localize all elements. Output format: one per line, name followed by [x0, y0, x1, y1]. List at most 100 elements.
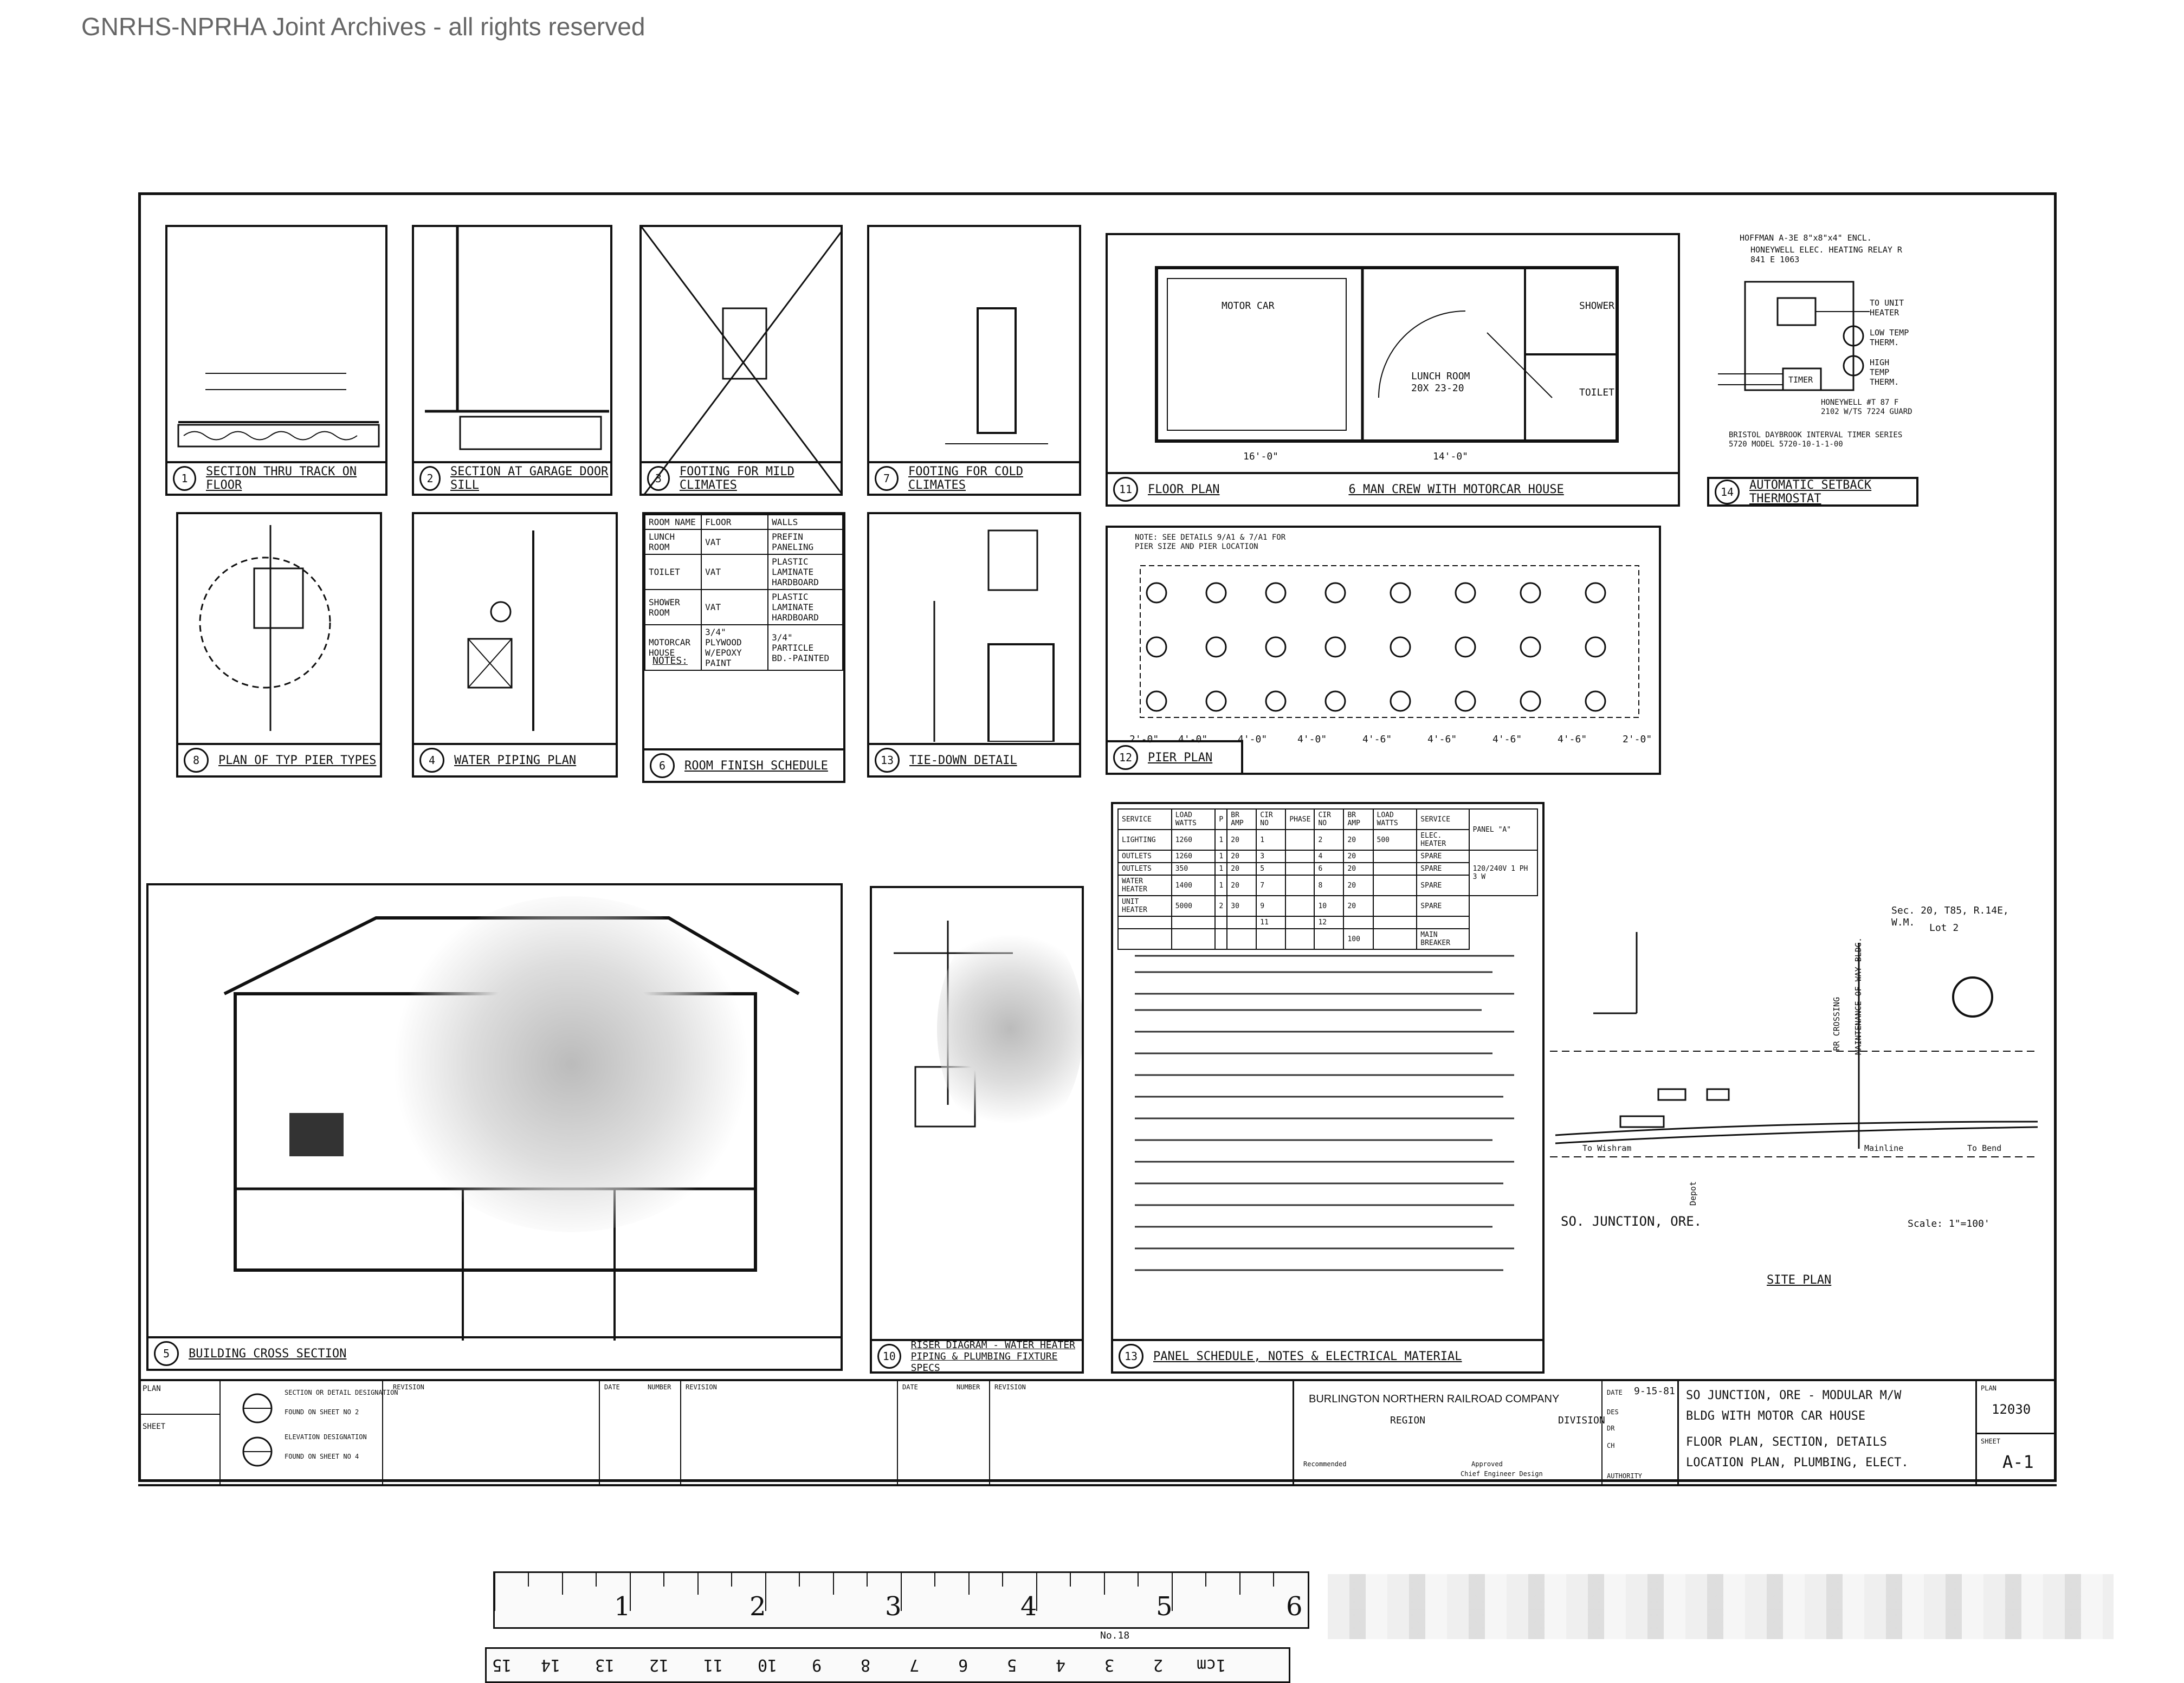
panel-cell: 1400: [1171, 875, 1216, 896]
panel-cell: 1: [1214, 850, 1228, 863]
legend-symbols: [242, 1393, 273, 1467]
panel-cell: 20: [1343, 895, 1374, 917]
dim-lunch: 14'-0": [1433, 451, 1469, 462]
water-piping-drawing: [467, 530, 534, 731]
revision-header: NUMBER: [648, 1383, 671, 1391]
room-finish-table: ROOM NAME FLOOR WALLS LUNCH ROOM VAT PRE…: [644, 514, 843, 671]
panel-cell: [1171, 928, 1216, 950]
thermostat-note-relay: HONEYWELL ELEC. HEATING RELAY R 841 E 10…: [1750, 245, 1902, 264]
approved-label: Approved: [1471, 1460, 1503, 1468]
panel-cell: 10: [1314, 895, 1345, 917]
panel-cell: [1285, 875, 1315, 896]
panel-cell: 20: [1343, 850, 1374, 863]
description-line: FLOOR PLAN, SECTION, DETAILS: [1686, 1435, 1887, 1449]
panel-cell: 20: [1226, 862, 1257, 876]
date-label: DATE: [1607, 1389, 1623, 1396]
inch-label: 3: [885, 1591, 902, 1622]
panel-cell: 4: [1314, 850, 1345, 863]
description-line: BLDG WITH MOTOR CAR HOUSE: [1686, 1409, 1866, 1423]
cm-label: 8: [861, 1655, 871, 1674]
inch-label: 2: [749, 1591, 766, 1622]
erased-area: [937, 915, 1082, 1143]
panel-header: CIR NO: [1256, 808, 1287, 830]
detail-room-schedule: ROOM NAME FLOOR WALLS LUNCH ROOM VAT PRE…: [642, 512, 845, 783]
cm-label: 14: [541, 1655, 561, 1674]
sheet-label: SHEET: [143, 1422, 166, 1431]
panel-cell: 1: [1256, 829, 1287, 851]
panel-cell: [1285, 928, 1315, 950]
table-cell: PREFIN PANELING: [767, 529, 843, 555]
revision-header: DATE: [902, 1383, 918, 1391]
panel-title: PANEL "A": [1468, 808, 1539, 851]
panel-cell: [1226, 916, 1257, 929]
pier-dim: 4'-6": [1362, 734, 1392, 745]
plan-no: 12030: [1992, 1402, 2031, 1417]
panel-cell: SPARE: [1416, 850, 1470, 863]
revision-header: REVISION: [686, 1383, 717, 1391]
cm-label: 15: [492, 1655, 512, 1674]
site-depot: Depot: [1688, 1181, 1698, 1206]
pier-dim: 4'-0": [1238, 734, 1268, 745]
pier-dim: 2'-0": [1623, 734, 1652, 745]
site-plan-drawing: [1550, 932, 2038, 1157]
detail-pier-plan: NOTE: SEE DETAILS 9/A1 & 7/A1 FOR PIER S…: [1106, 526, 1661, 775]
panel-cell: [1117, 928, 1172, 950]
company-name: BURLINGTON NORTHERN RAILROAD COMPANY: [1309, 1393, 1560, 1405]
thermostat-note-low: LOW TEMP THERM.: [1870, 328, 1909, 347]
site-scale: Scale: 1"=100': [1908, 1218, 1990, 1229]
panel-cell: 1260: [1171, 850, 1216, 863]
inch-label: 5: [1156, 1591, 1173, 1622]
thermostat-note-timer: TIMER: [1788, 375, 1813, 385]
panel-cell: 500: [1372, 829, 1418, 851]
panel-cell: ELEC. HEATER: [1416, 829, 1470, 851]
panel-cell: 20: [1226, 829, 1257, 851]
panel-cell: [1285, 916, 1315, 929]
cm-label: 2: [1153, 1655, 1164, 1674]
recommended-label: Recommended: [1303, 1460, 1347, 1468]
ruler-model: No.18: [1100, 1630, 1130, 1641]
table-cell: PLASTIC LAMINATE HARDBOARD: [767, 589, 843, 625]
panel-header: BR AMP: [1343, 808, 1374, 830]
table-cell: 3/4" PLYWOOD W/EPOXY PAINT: [701, 624, 769, 671]
date-value: 9-15-81: [1634, 1386, 1675, 1397]
table-cell: SHOWER ROOM: [644, 589, 702, 625]
des-label: DES: [1607, 1408, 1619, 1416]
panel-cell: 12: [1314, 916, 1345, 929]
divider: [1293, 1381, 1294, 1484]
pier-grid: [1140, 565, 1639, 718]
inch-label: 4: [1020, 1591, 1037, 1622]
cm-label: 9: [812, 1655, 822, 1674]
panel-header: BR AMP: [1226, 808, 1257, 830]
section-track-drawing: [177, 373, 380, 448]
header-walls: WALLS: [767, 514, 843, 530]
panel-cell: 20: [1343, 829, 1374, 851]
site-lot: Lot 2: [1929, 922, 1959, 934]
erased-area: [382, 896, 761, 1232]
table-cell: PLASTIC LAMINATE HARDBOARD: [767, 554, 843, 590]
panel-cell: 6: [1314, 862, 1345, 876]
cm-label: 13: [595, 1655, 615, 1674]
panel-note: 120/240V 1 PH 3 W: [1468, 850, 1539, 896]
legend-section-sheet: FOUND ON SHEET NO 2: [285, 1408, 359, 1416]
panel-cell: 2: [1214, 895, 1228, 917]
panel-cell: [1372, 928, 1418, 950]
cm-label: 7: [909, 1655, 920, 1674]
table-cell: 3/4" PARTICLE BD.-PAINTED: [767, 624, 843, 671]
sheet-no-label: SHEET: [1981, 1438, 2001, 1445]
divider: [1601, 1381, 1603, 1484]
panel-cell: 1260: [1171, 829, 1216, 851]
cm-label: 6: [958, 1655, 968, 1674]
cm-label: 3: [1104, 1655, 1115, 1674]
revision-header: REVISION: [994, 1383, 1026, 1391]
panel-header: LOAD WATTS: [1372, 808, 1418, 830]
